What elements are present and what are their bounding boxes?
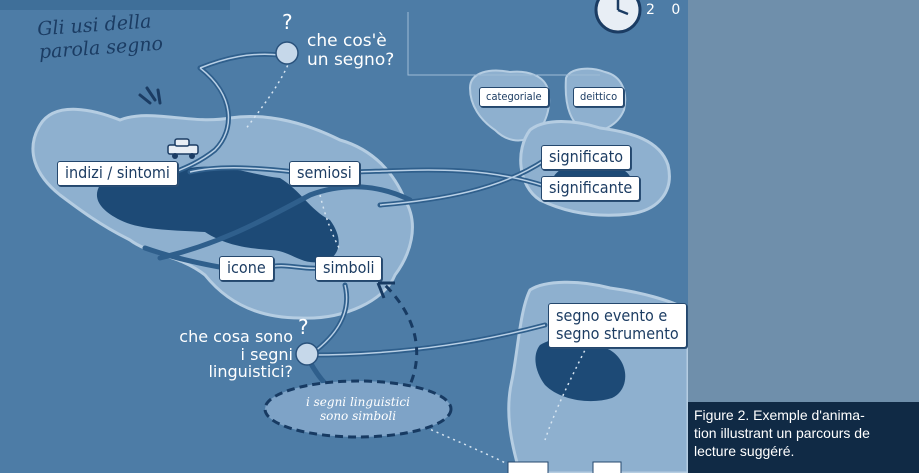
title-band (0, 0, 230, 10)
question-sphere-top (275, 41, 299, 65)
oval-outline (263, 379, 453, 439)
node-segno-evento[interactable]: segno evento e segno strumento (548, 303, 687, 348)
main-island-lake (96, 166, 339, 263)
caption-line-3: lecture suggéré. (694, 443, 795, 459)
car-icon (167, 138, 199, 159)
figure-caption: Figure 2. Exemple d'anima- tion illustra… (688, 402, 919, 473)
dotted-path-top (244, 59, 291, 131)
question-sphere-bottom (295, 342, 319, 366)
question-top-line1: che cos'è (307, 31, 387, 51)
question-top-line2: un segno? (307, 49, 395, 70)
oval-label-line2: sono simboli (319, 409, 397, 423)
caption-line-2: tion illustrant un parcours de (694, 425, 870, 441)
dotted-path-bottom (419, 424, 521, 471)
oval-label-line1: i segni linguistici (305, 395, 410, 409)
question-bottom[interactable]: che cosa sono i segni linguistici? (158, 328, 293, 381)
question-top[interactable]: che cos'è un segno? (307, 32, 394, 69)
node-deittico[interactable]: deittico (573, 87, 625, 107)
dashed-arrow (383, 283, 419, 396)
node-segno-evento-line2: segno strumento (556, 324, 679, 344)
node-significato[interactable]: significato (541, 145, 632, 170)
node-semiosi[interactable]: semiosi (289, 161, 360, 186)
arrow-head (376, 281, 395, 299)
question-bottom-line2: i segni linguistici? (208, 344, 293, 382)
bottom-box-left (507, 461, 549, 473)
island-segno-evento-lake (535, 338, 626, 402)
clock-number: 2 0 (646, 2, 687, 18)
node-significante[interactable]: significante (541, 176, 641, 201)
node-icone[interactable]: icone (219, 256, 274, 281)
node-segno-evento-line1: segno evento e (556, 306, 668, 325)
caption-line-1: Figure 2. Exemple d'anima- (694, 407, 865, 423)
road-loop (157, 184, 413, 261)
road-question-segno (307, 322, 548, 358)
question-mark-top: ? (282, 10, 293, 34)
frame-line (407, 12, 600, 76)
bottom-box-right (592, 461, 622, 473)
dotted-path-right (544, 339, 591, 441)
oval-label[interactable]: i segni linguistici sono simboli (280, 395, 436, 423)
map-title: Gli usi della parola segno (37, 10, 164, 64)
node-categoriale[interactable]: categoriale (479, 87, 549, 107)
question-mark-bottom: ? (298, 315, 309, 339)
attention-mark (138, 86, 162, 105)
road-icone-left (142, 245, 228, 271)
question-bottom-line1: che cosa sono (179, 327, 293, 346)
clock-icon (594, 0, 642, 34)
node-simboli[interactable]: simboli (315, 256, 383, 281)
node-indizi-sintomi[interactable]: indizi / sintomi (57, 161, 178, 186)
page-background-right (688, 0, 919, 473)
